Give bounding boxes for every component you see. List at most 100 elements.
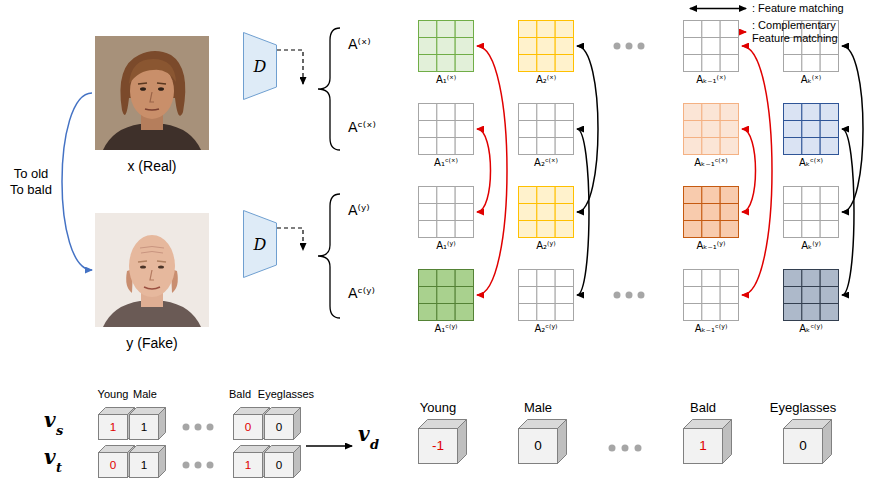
map-label: Aₖ₋₁⁽ˣ⁾ — [683, 74, 739, 86]
feature-grid — [518, 20, 574, 72]
grid-cell — [537, 38, 555, 55]
feature-grid — [518, 269, 574, 321]
grid-cell — [720, 121, 738, 138]
cube-shape — [129, 445, 168, 480]
cube-shape — [264, 407, 303, 442]
grid-cell — [684, 55, 702, 72]
feature-grid — [683, 20, 739, 72]
grid-cell — [537, 304, 555, 321]
eye — [140, 87, 146, 91]
eye — [140, 265, 146, 268]
vector-symbol: v — [44, 447, 56, 467]
cube-side-face — [159, 446, 166, 478]
brows — [138, 261, 166, 262]
grid-cell — [720, 21, 738, 38]
grid-cell — [419, 121, 437, 138]
grid-cell — [702, 138, 720, 155]
difference-arrow — [306, 445, 352, 447]
grid-cell — [537, 138, 555, 155]
matching-connector — [577, 129, 589, 295]
grid-cell — [555, 21, 573, 38]
grid-cell — [537, 187, 555, 204]
vector-value: 1 — [129, 452, 159, 478]
grid-cell — [519, 187, 537, 204]
grid-cell — [720, 104, 738, 121]
ellipsis-dots — [183, 43, 645, 469]
grid-cell — [455, 104, 473, 121]
map-label: A₁ᶜ⁽ʸ⁾ — [418, 323, 474, 335]
cube-shape — [683, 419, 734, 466]
grid-cell — [437, 104, 455, 121]
vector-cell: 0 — [98, 452, 128, 478]
grid-cell — [555, 55, 573, 72]
grid-cell — [702, 104, 720, 121]
eye — [158, 265, 164, 268]
grid-cell — [519, 270, 537, 287]
grid-cell — [519, 138, 537, 155]
vector-value: -1 — [418, 428, 458, 464]
grid-cell — [702, 270, 720, 287]
map-label: Aₖ₋₁ᶜ⁽ʸ⁾ — [683, 323, 739, 335]
feature-grid — [783, 269, 839, 321]
attention-map: Aₖᶜ⁽ʸ⁾ — [783, 269, 839, 335]
feature-grid — [518, 103, 574, 155]
grid-cell — [702, 221, 720, 238]
grid-cell — [455, 187, 473, 204]
grid-cell — [455, 221, 473, 238]
discriminator-trapezoid — [244, 33, 277, 100]
photo-background — [95, 213, 209, 327]
grid-cell — [537, 221, 555, 238]
grid-cell — [802, 187, 820, 204]
face-image-node: y (Fake) — [95, 213, 209, 351]
matching-connector — [577, 46, 598, 212]
feature-grid — [418, 103, 474, 155]
grid-cell — [455, 204, 473, 221]
grid-cell — [555, 38, 573, 55]
attention-map: A₂ᶜ⁽ʸ⁾ — [518, 269, 574, 335]
grid-cell — [437, 38, 455, 55]
grid-cell — [537, 21, 555, 38]
vector-value: 0 — [518, 428, 558, 464]
grid-cell — [820, 138, 838, 155]
grid-cell — [684, 204, 702, 221]
nose — [150, 92, 154, 102]
wrinkles — [140, 247, 164, 254]
vector-cell: 0 — [264, 414, 294, 440]
attribute-header: Young — [420, 401, 456, 414]
grid-cell — [702, 187, 720, 204]
grid-cell — [820, 121, 838, 138]
grid-cell — [720, 287, 738, 304]
grid-cell — [720, 187, 738, 204]
grid-cell — [419, 304, 437, 321]
grid-cell — [419, 55, 437, 72]
grid-cell — [419, 38, 437, 55]
grid-cell — [802, 270, 820, 287]
grid-cell — [519, 221, 537, 238]
cube-front-face — [419, 429, 458, 464]
grid-cell — [437, 270, 455, 287]
attribute-header: Bald — [229, 389, 251, 400]
grid-cell — [419, 204, 437, 221]
grid-cell — [519, 21, 537, 38]
grid-cell — [419, 21, 437, 38]
cube-front-face — [99, 415, 128, 440]
grid-cell — [820, 104, 838, 121]
grid-cell — [455, 270, 473, 287]
attribute-header: Eyeglasses — [258, 389, 314, 400]
grid-cell — [820, 304, 838, 321]
row-label: A⁽ʸ⁾ — [348, 203, 370, 217]
grid-cell — [519, 287, 537, 304]
curly-brace — [318, 28, 340, 150]
map-label: Aₖ₋₁ᶜ⁽ˣ⁾ — [683, 157, 739, 169]
vector-value: 0 — [264, 452, 294, 478]
grid-cell — [784, 121, 802, 138]
legend-entry: : Feature matching — [752, 2, 844, 15]
grid-cell — [684, 38, 702, 55]
grid-cell — [720, 221, 738, 238]
grid-cell — [784, 304, 802, 321]
grid-cell — [802, 55, 820, 72]
attention-map: Aₖᶜ⁽ˣ⁾ — [783, 103, 839, 169]
grid-cell — [437, 287, 455, 304]
attention-map: Aₖ₋₁ᶜ⁽ˣ⁾ — [683, 103, 739, 169]
